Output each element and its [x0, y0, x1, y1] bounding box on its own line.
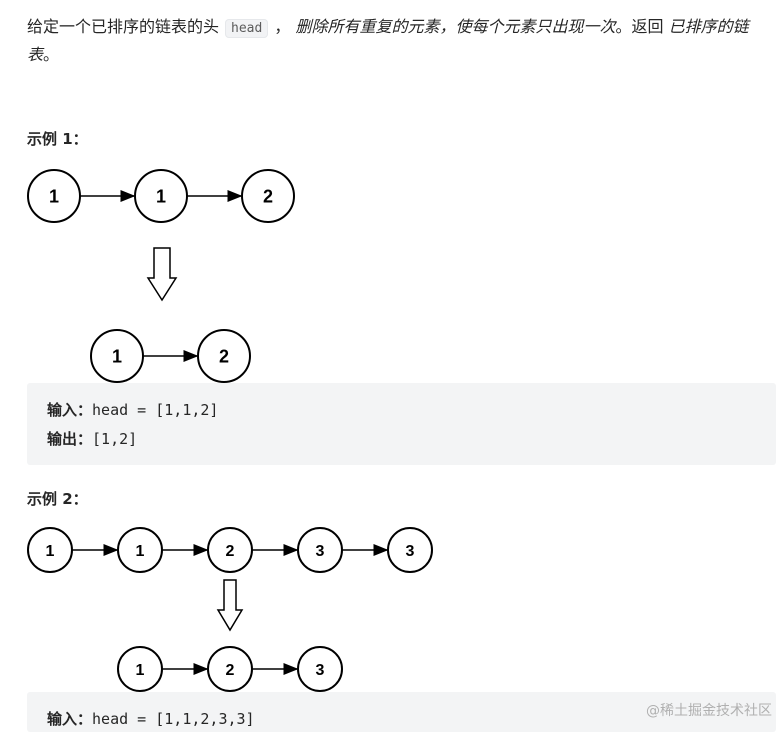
example-2-input-node-value: 3	[406, 543, 415, 560]
example-2-input-node	[387, 527, 433, 573]
example-1-output-node	[197, 329, 251, 383]
example-2-input-node-value: 3	[316, 543, 325, 560]
example-2-input-line: 输入：head = [1,1,2,3,3]	[47, 708, 255, 729]
watermark: @稀土掘金技术社区	[646, 703, 772, 719]
example-2-input-node-value: 1	[46, 543, 55, 560]
problem-description: 给定一个已排序的链表的头 head ， 删除所有重复的元素，使每个元素只出现一次。返…	[27, 14, 772, 68]
example-2-input-node-value: 2	[226, 543, 235, 560]
transform-arrow-icon	[216, 579, 244, 632]
intro-emphasis-2: 已排序的链表	[27, 17, 749, 64]
input-label: 输入：	[47, 710, 93, 728]
transform-arrow-icon	[146, 247, 178, 302]
example-2-output-node-value: 1	[136, 662, 145, 679]
example-1-output-node-value: 1	[112, 346, 122, 366]
example-2-output-node-value: 2	[226, 662, 235, 679]
example-1-input-node-value: 2	[263, 186, 273, 206]
example-2-title: 示例 2：	[27, 490, 88, 508]
example-2-output-node	[297, 646, 343, 692]
example-1-title: 示例 1：	[27, 130, 88, 148]
input-value: head = [1,1,2,3,3]	[92, 710, 255, 728]
output-value: [1,2]	[92, 430, 138, 448]
example-1-output-line: 输出：[1,2]	[47, 428, 137, 449]
example-2-input-node-value: 1	[136, 543, 145, 560]
example-1-input-node-value: 1	[49, 186, 59, 206]
inline-code-head: head	[225, 19, 269, 38]
example-1-code-block: 输入：head = [1,1,2] 输出：[1,2]	[27, 383, 776, 465]
input-label: 输入：	[47, 401, 93, 419]
example-1-input-node	[241, 169, 295, 223]
output-label: 输出：	[47, 430, 93, 448]
intro-text-4: 。	[43, 45, 60, 64]
example-2-diagram: 1 1 2 3 3 1 2 3	[27, 527, 433, 692]
intro-text-2: ，	[274, 17, 291, 36]
example-1-input-node-value: 1	[156, 186, 166, 206]
intro-emphasis-1: 删除所有重复的元素，使每个元素只出现一次	[295, 17, 616, 36]
example-1-input-line: 输入：head = [1,1,2]	[47, 399, 218, 420]
intro-text-1: 给定一个已排序的链表的头	[27, 17, 220, 36]
example-2-output-node-value: 3	[316, 662, 325, 679]
intro-text-3: 。返回	[615, 17, 664, 36]
example-1-output-node-value: 2	[219, 346, 229, 366]
example-1-diagram: 1 1 2 1 2	[27, 169, 295, 383]
input-value: head = [1,1,2]	[92, 401, 219, 419]
